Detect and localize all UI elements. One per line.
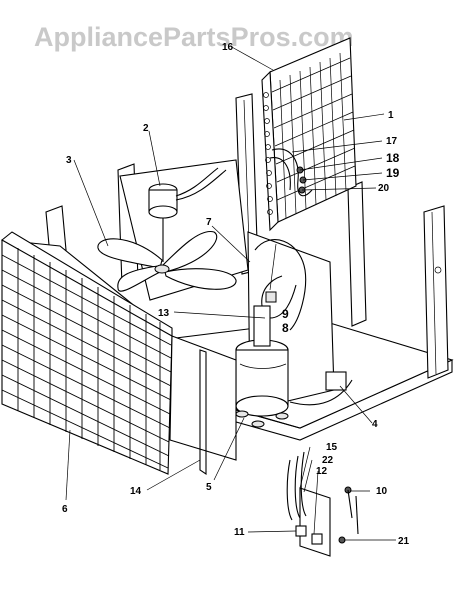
compressor [235, 275, 297, 417]
part-label-17: 17 [386, 136, 398, 147]
part-label-15: 15 [326, 442, 338, 453]
part-label-6: 6 [62, 504, 68, 515]
part-label-1: 1 [388, 110, 394, 121]
part-label-7: 7 [206, 217, 212, 228]
leader-lines [65, 45, 396, 541]
condenser-coil [261, 37, 357, 232]
part-label-20: 20 [378, 183, 390, 194]
part-label-8: 8 [282, 321, 289, 335]
front-grille [1, 231, 173, 475]
part-label-11: 11 [234, 527, 245, 538]
part-label-10: 10 [376, 486, 388, 497]
side-panel [169, 335, 353, 476]
part-label-19: 19 [386, 166, 400, 180]
part-label-14: 14 [130, 486, 142, 497]
part-label-5: 5 [206, 482, 212, 493]
part-label-13: 13 [158, 308, 170, 319]
fan-blade [97, 230, 237, 292]
part-label-9: 9 [282, 307, 289, 321]
fan-motor [148, 167, 227, 262]
part-label-2: 2 [143, 123, 149, 134]
part-label-22: 22 [322, 455, 334, 466]
part-label-18: 18 [386, 151, 400, 165]
watermark-text: AppliancePartsPros.com [34, 22, 354, 52]
part-label-21: 21 [398, 536, 410, 547]
part-label-16: 16 [222, 42, 234, 53]
part-label-12: 12 [316, 466, 328, 477]
part-label-3: 3 [66, 155, 72, 166]
part-label-4: 4 [372, 419, 378, 430]
